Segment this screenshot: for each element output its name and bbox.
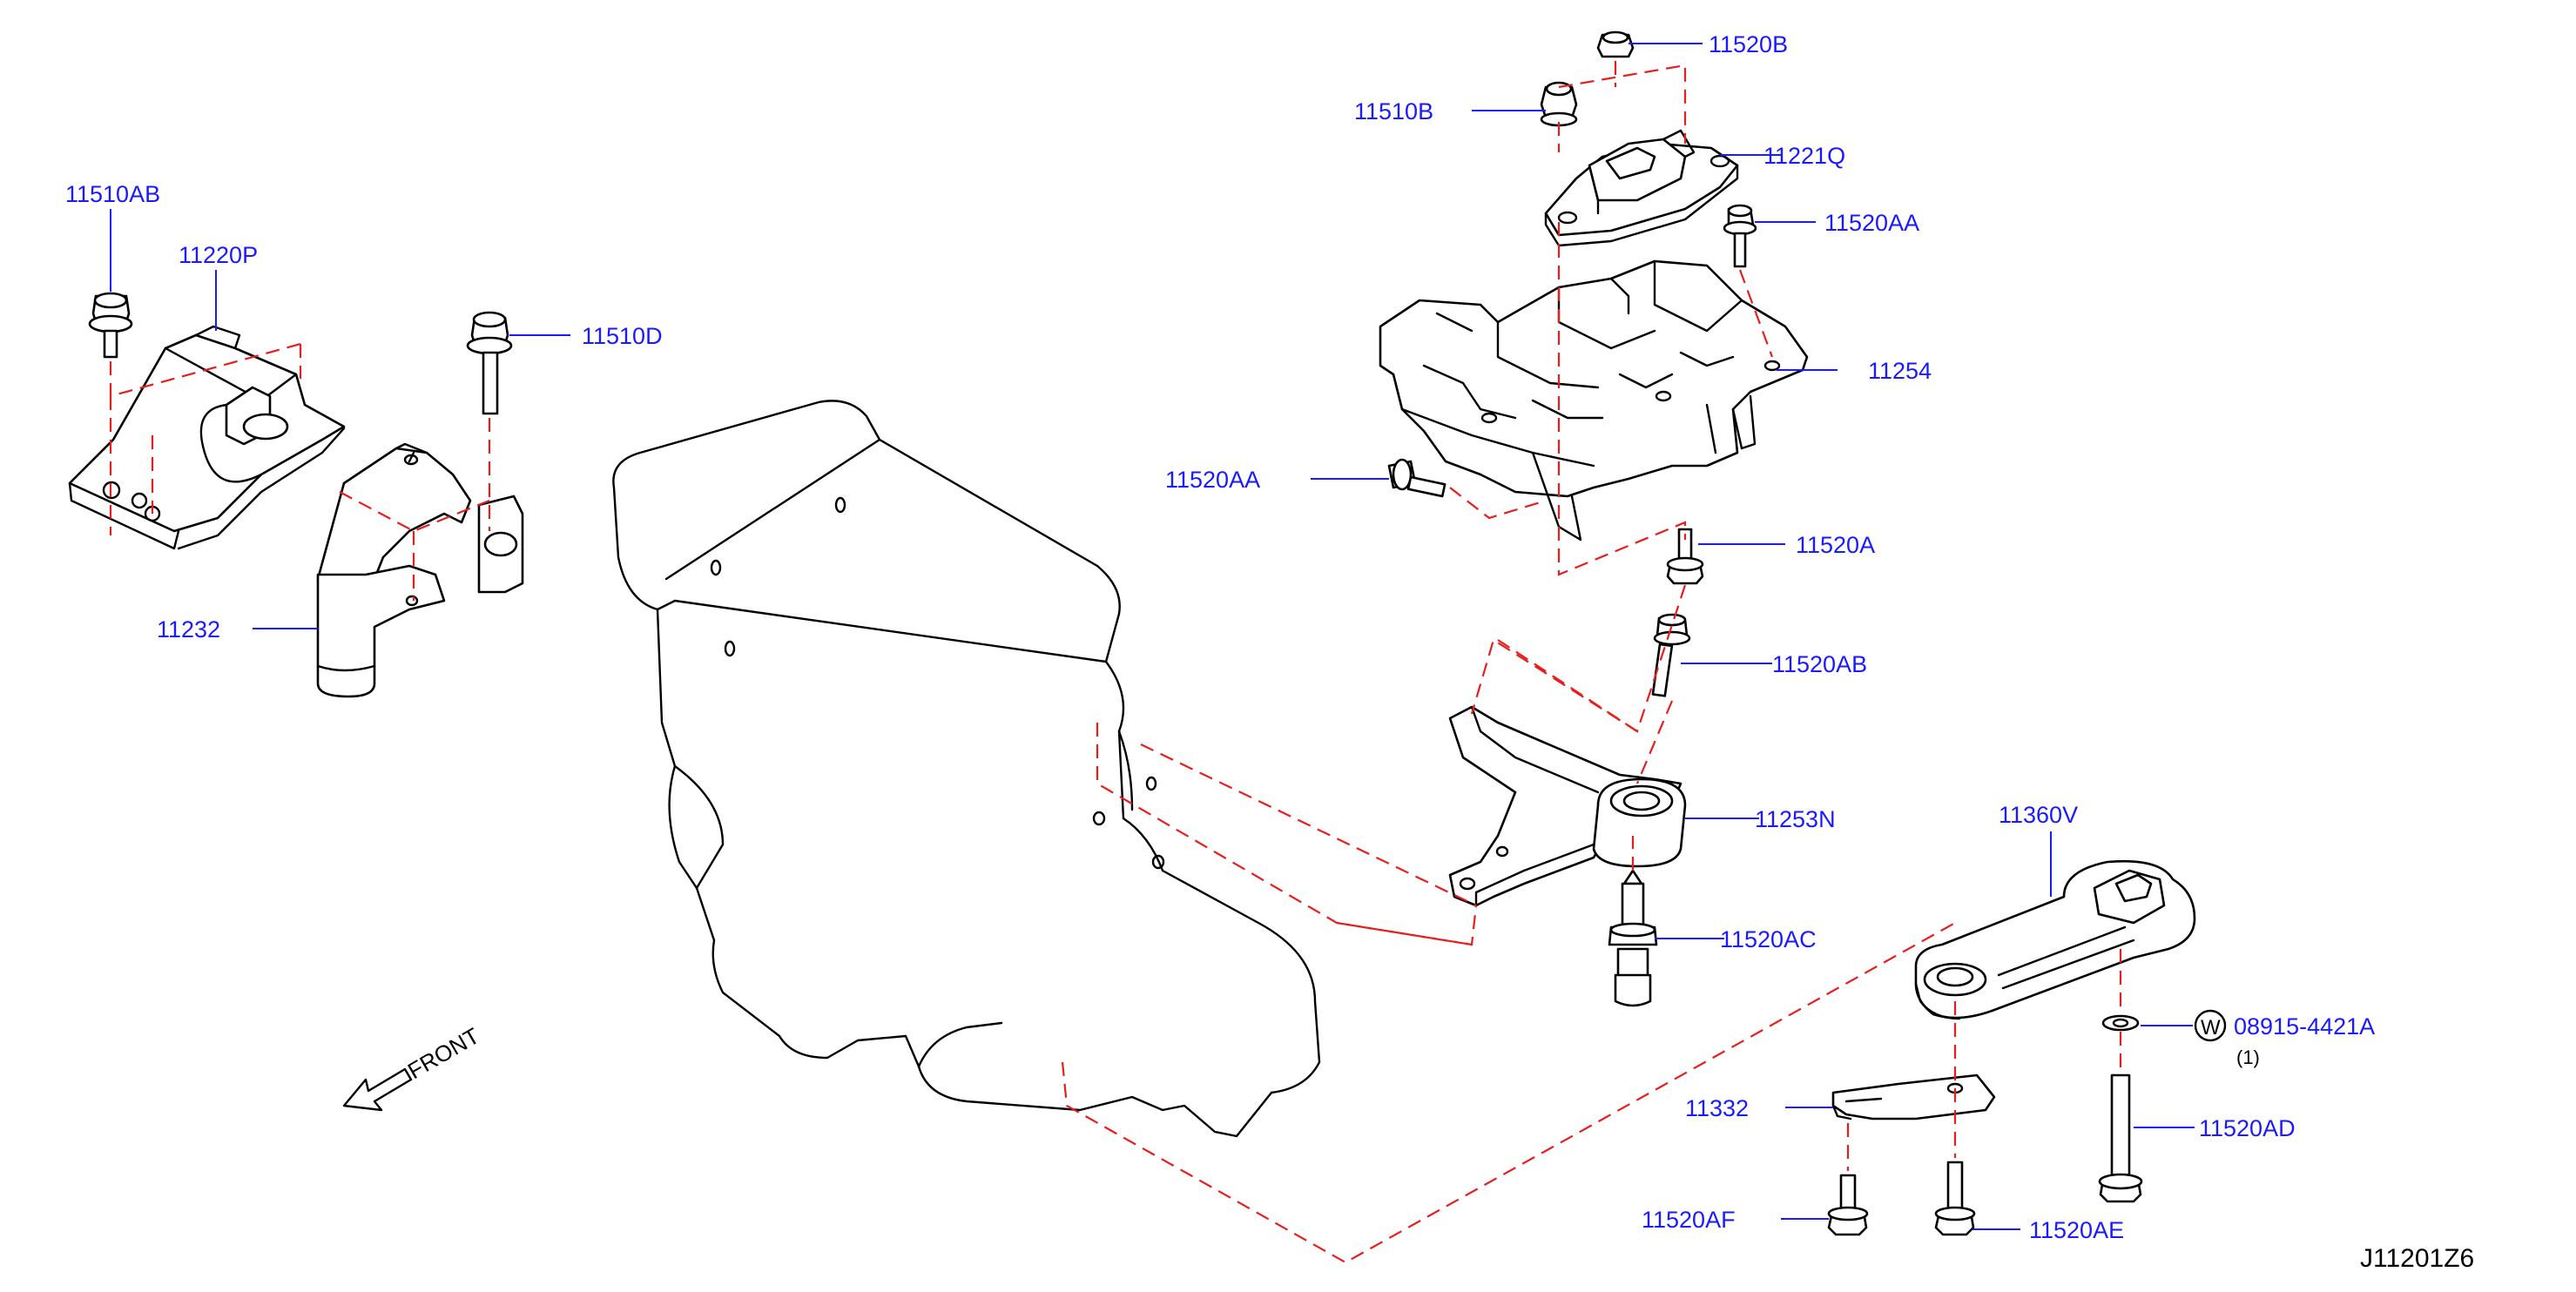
- bracket-11332: [1831, 1073, 1996, 1120]
- label-11220P: 11220P: [179, 242, 258, 268]
- bolt-11520A: [1666, 528, 1704, 585]
- bolt-11510D: [466, 311, 513, 415]
- bolt-11520AB: [1651, 613, 1691, 697]
- bolt-11520AD: [2098, 1073, 2143, 1203]
- label-11510AB: 11510AB: [65, 181, 160, 207]
- label-11520AE: 11520AE: [2029, 1217, 2124, 1243]
- stud-11520AC: [1608, 869, 1658, 1007]
- nut-11520B: [1596, 30, 1635, 58]
- bolt-11520AF: [1827, 1174, 1869, 1236]
- bracket-11232: [316, 442, 524, 698]
- mount-11220P: [68, 325, 346, 550]
- bolt-11510AB: [88, 292, 133, 359]
- bolt-11520AE: [1934, 1161, 1976, 1236]
- label-11254: 11254: [1868, 358, 1932, 384]
- bolt-11520AA-top: [1723, 204, 1757, 268]
- label-11232: 11232: [157, 616, 220, 643]
- label-11510D: 11510D: [582, 323, 663, 349]
- front-arrow-icon: [342, 1067, 413, 1112]
- label-quantity: (1): [2236, 1046, 2260, 1068]
- label-11510B: 11510B: [1354, 98, 1433, 124]
- label-11520AC: 11520AC: [1720, 926, 1817, 952]
- label-11360V: 11360V: [1999, 802, 2078, 828]
- leader-lines: [110, 43, 2195, 1230]
- nut-11510B: [1540, 81, 1578, 127]
- engine-block: [612, 400, 1321, 1138]
- assembly-guides: [109, 61, 2122, 1264]
- bracket-11254: [1379, 259, 1809, 542]
- front-label: FRONT: [403, 1022, 484, 1084]
- label-11520AD: 11520AD: [2199, 1115, 2296, 1141]
- mount-11221Q: [1544, 129, 1739, 247]
- part-labels: 11510AB 11220P 11510D 11232 11520B 11510…: [65, 31, 2375, 1243]
- diagram-ref-code: J11201Z6: [2360, 1244, 2474, 1273]
- label-11520A: 11520A: [1796, 532, 1875, 558]
- label-11520B: 11520B: [1709, 31, 1788, 57]
- label-11520AF: 11520AF: [1642, 1207, 1736, 1233]
- label-11253N: 11253N: [1755, 806, 1836, 832]
- label-11520AA-left: 11520AA: [1165, 467, 1260, 493]
- arm-11253N: [1448, 705, 1687, 907]
- label-11520AA-top: 11520AA: [1824, 210, 1919, 236]
- label-11332: 11332: [1685, 1095, 1749, 1121]
- rod-11360V: [1914, 859, 2196, 1020]
- label-11221Q: 11221Q: [1763, 143, 1845, 169]
- washer-mark-circle: [2194, 1009, 2227, 1042]
- washer-08915: [2101, 1014, 2140, 1032]
- label-11520AB: 11520AB: [1772, 651, 1867, 677]
- label-washer-mark: W: [2201, 1016, 2221, 1040]
- label-08915-4421A: 08915-4421A: [2234, 1013, 2375, 1040]
- bolt-11520AA-left: [1387, 458, 1446, 498]
